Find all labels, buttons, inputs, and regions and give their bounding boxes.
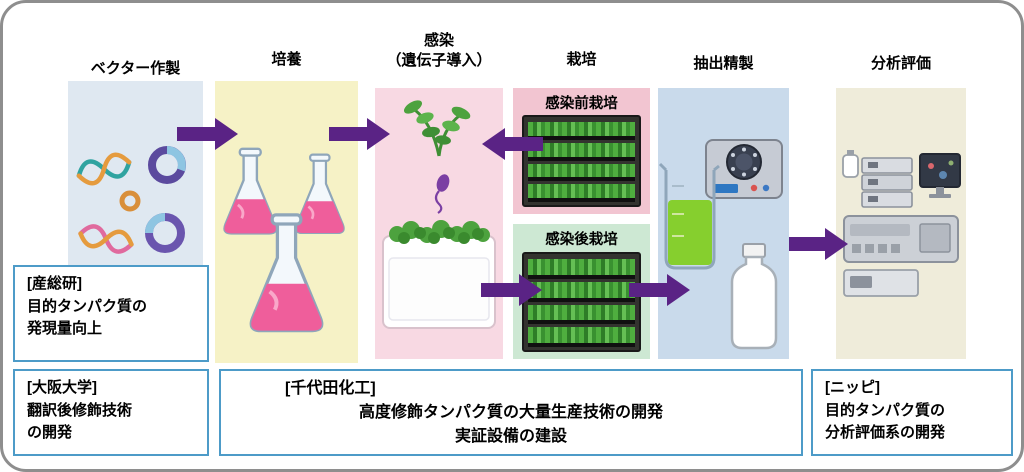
rack-shelf-row (528, 327, 635, 347)
pre-cultivation-box: 感染前栽培 (513, 88, 650, 214)
partner-name: [千代田化工] (285, 380, 376, 397)
analyzer-icon (843, 215, 959, 263)
pre-cultivation-label: 感染前栽培 (545, 96, 618, 112)
bottle-icon (730, 243, 778, 350)
rack-shelf-row (528, 281, 635, 302)
culture-illustration (223, 147, 346, 333)
sample-bottle-icon (842, 150, 859, 178)
stage-header-extraction: 抽出精製 (693, 55, 754, 72)
partner-desc-line: 目的タンパク質の (27, 297, 148, 315)
partner-desc-line: の開発 (27, 424, 73, 441)
analyzer-module-icon (843, 269, 919, 297)
partner-desc-line: 発現量向上 (27, 320, 103, 337)
rack-shelf-row (528, 304, 635, 325)
partner-desc-line: 目的タンパク質の (825, 401, 946, 419)
partner-name: [大阪大学] (27, 379, 97, 396)
cultivation-rack-icon (522, 115, 641, 207)
stage-header-vector: ベクター作製 (90, 60, 181, 77)
infection-illustration (382, 100, 496, 329)
partner-name: [ニッピ] (825, 379, 880, 396)
centrifuge-icon (705, 139, 783, 199)
partner-desc-line: 高度修飾タンパク質の大量生産技術の開発 (358, 404, 663, 421)
vector-illustration (76, 146, 186, 254)
arrow-right-icon (329, 118, 390, 150)
partner-desc-line: 分析評価系の開発 (825, 424, 946, 441)
stage-header-infection-line2: （遺伝子導入） (386, 52, 492, 70)
partner-name: [産総研] (27, 275, 82, 292)
rack-shelf-row (528, 184, 635, 202)
arrow-right-icon (177, 118, 238, 150)
plasmid-icon (119, 190, 141, 212)
rack-shelf-row (528, 163, 635, 182)
panel-analysis (836, 88, 966, 359)
arrow-right-icon (789, 228, 848, 260)
stage-header-cultivation: 栽培 (566, 51, 597, 68)
beaker-icon (658, 162, 720, 270)
rack-shelf-row (528, 122, 635, 140)
plasmid-icon (145, 213, 185, 253)
arrow-right-icon (481, 274, 542, 306)
hplc-stack-icon (861, 157, 913, 208)
panel-vector (68, 81, 203, 273)
plant-sprig-icon (403, 100, 471, 157)
agrobacterium-icon (434, 174, 450, 214)
monitor-icon (919, 153, 961, 198)
rack-shelf-row (528, 142, 635, 161)
post-cultivation-label: 感染後栽培 (545, 232, 618, 248)
partner-box-chiyoda: [千代田化工] 高度修飾タンパク質の大量生産技術の開発 実証設備の建設 (219, 369, 803, 456)
panel-infection (375, 88, 503, 359)
seedling-tray-icon (382, 220, 496, 329)
rack-shelf-row (528, 259, 635, 279)
partner-box-osaka: [大阪大学] 翻訳後修飾技術 の開発 (13, 369, 209, 456)
dna-icon (78, 224, 134, 254)
cultivation-rack-icon (522, 252, 641, 352)
partner-box-nippi: [ニッピ] 目的タンパク質の 分析評価系の開発 (811, 369, 1013, 456)
panel-extraction (658, 88, 789, 359)
partner-desc-line: 翻訳後修飾技術 (27, 401, 133, 419)
analysis-illustration (842, 150, 961, 297)
arrow-left-icon (482, 128, 543, 160)
dna-icon (76, 152, 132, 186)
stage-header-analysis: 分析評価 (870, 55, 931, 72)
partner-desc-line: 実証設備の建設 (454, 428, 567, 445)
extraction-illustration (658, 139, 783, 350)
partner-box-aist: [産総研] 目的タンパク質の 発現量向上 (13, 265, 209, 362)
stage-header-infection-line1: 感染 (423, 32, 454, 49)
post-cultivation-box: 感染後栽培 (513, 224, 650, 359)
stage-header-infection: 感染 （遺伝子導入） (375, 31, 503, 72)
arrow-right-icon (629, 274, 690, 306)
plasmid-icon (148, 146, 186, 184)
stage-header-culture: 培養 (271, 51, 302, 68)
